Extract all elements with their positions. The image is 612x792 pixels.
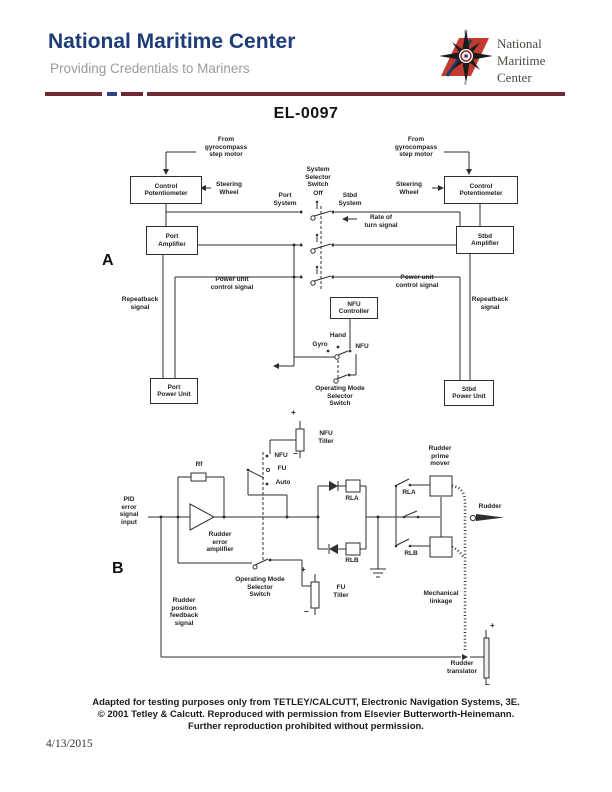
fu-tiller-plus: + <box>301 565 306 574</box>
rudder-translator-minus: − <box>485 680 490 689</box>
rate-of-turn-label: Rate of turn signal <box>364 214 398 229</box>
rudder-label: Rudder <box>478 503 502 510</box>
nfu-tiller-label: NFU Tiller <box>318 430 334 445</box>
mechanical-linkage-label: Mechanical linkage <box>423 590 459 605</box>
fu-mode-label: FU <box>277 465 287 472</box>
rlb-coil-label: RLB <box>345 557 359 564</box>
header-rule-segment <box>147 92 565 96</box>
control-potentiometer-port-box: Control Potentiometer <box>130 176 202 204</box>
footer-line1: Adapted for testing purposes only from T… <box>92 697 520 708</box>
stbd-system-label: Stbd System <box>338 192 362 207</box>
nfu-tiller-minus: − <box>293 449 298 458</box>
rudder-translator-plus: + <box>490 621 495 630</box>
diagram-a-label: A <box>102 252 114 269</box>
rudder-error-amplifier-label: Rudder error amplifier <box>206 531 234 554</box>
nfu-mode-label: NFU <box>274 452 288 459</box>
repeatback-left-label: Repeatback signal <box>121 296 159 311</box>
port-system-label: Port System <box>273 192 297 207</box>
stbd-power-unit-box: Stbd Power Unit <box>444 380 494 406</box>
repeatback-right-label: Repeatback signal <box>471 296 509 311</box>
power-unit-control-left-label: Power unit control signal <box>210 276 254 291</box>
power-unit-control-right-label: Power unit control signal <box>395 274 439 289</box>
operating-mode-switch-a-label: Operating Mode Selector Switch <box>315 385 365 408</box>
gyro-position-label: Gyro <box>312 341 328 348</box>
page-title: EL-0097 <box>273 105 339 122</box>
steering-wheel-left-label: Steering Wheel <box>215 181 242 196</box>
diagram-b-label: B <box>112 560 124 577</box>
rla-coil-label: RLA <box>345 495 359 502</box>
rudder-translator-label: Rudder translator <box>447 660 477 675</box>
logo-text-line3: Center <box>497 70 532 85</box>
auto-mode-label: Auto <box>275 479 291 486</box>
nfu-controller-box: NFU Controller <box>330 297 378 319</box>
fu-tiller-label: FU Tiller <box>333 584 349 599</box>
from-gyro-left-label: From gyrocompass step motor <box>204 136 248 159</box>
compass-logo-icon: N S <box>439 29 493 86</box>
nfu-position-label: NFU <box>355 343 369 350</box>
port-power-unit-box: Port Power Unit <box>150 378 198 404</box>
logo-text-line1: National <box>497 36 542 51</box>
header-rule-segment <box>121 92 143 96</box>
fu-tiller-minus: − <box>304 607 309 616</box>
svg-text:N: N <box>464 31 468 36</box>
date-stamp: 4/13/2015 <box>46 738 93 750</box>
steering-wheel-right-label: Steering Wheel <box>395 181 422 196</box>
footer-line3: Further reproduction prohibited without … <box>188 721 424 732</box>
system-selector-switch-label: System Selector Switch <box>305 166 331 189</box>
rf-label: Rf <box>195 461 203 468</box>
port-amplifier-box: Port Amplifier <box>146 226 198 255</box>
rla-contact-label: RLA <box>402 489 416 496</box>
hand-position-label: Hand <box>329 332 347 339</box>
header-rule-segment <box>45 92 102 96</box>
stbd-amplifier-box: Stbd Amplifier <box>456 226 514 254</box>
rudder-position-feedback-label: Rudder position feedback signal <box>169 597 199 627</box>
operating-mode-switch-b-label: Operating Mode Selector Switch <box>235 576 285 599</box>
rudder-prime-mover-label: Rudder prime mover <box>428 445 452 468</box>
logo-text-line2: Maritime <box>497 53 546 68</box>
nfu-tiller-plus: + <box>291 408 296 417</box>
footer-line2: © 2001 Tetley & Calcutt. Reproduced with… <box>97 709 515 720</box>
pid-input-label: PID error signal input <box>119 496 139 526</box>
rlb-contact-label: RLB <box>404 550 418 557</box>
org-tagline: Providing Credentials to Mariners <box>50 61 250 76</box>
org-title: National Maritime Center <box>48 30 296 53</box>
control-potentiometer-stbd-box: Control Potentiometer <box>444 176 518 204</box>
header-rule-segment-blue <box>107 92 117 96</box>
svg-text:S: S <box>464 82 467 86</box>
off-label: Off <box>313 190 323 197</box>
from-gyro-right-label: From gyrocompass step motor <box>394 136 438 159</box>
